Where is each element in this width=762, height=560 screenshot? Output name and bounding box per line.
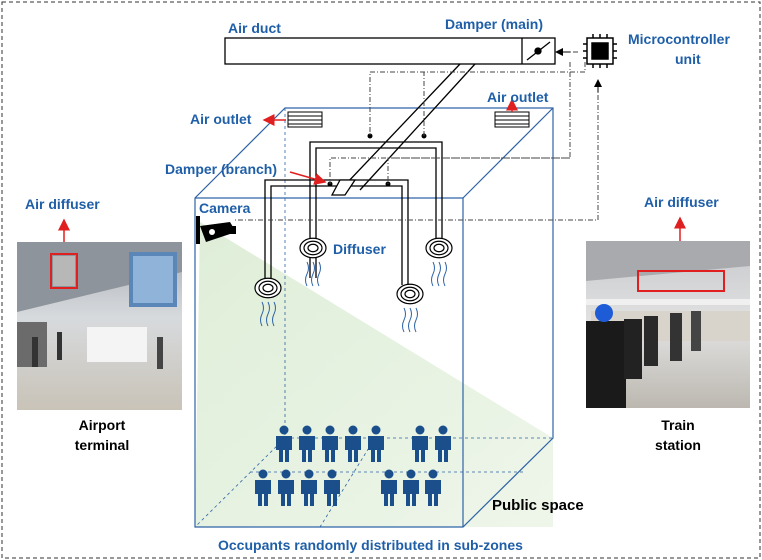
air-duct <box>224 37 556 65</box>
microcontroller-label-line2: unit <box>675 51 701 67</box>
air-duct-label: Air duct <box>228 20 281 36</box>
person-icon <box>301 469 317 506</box>
air-outlet-right-label: Air outlet <box>487 89 549 105</box>
person-icon <box>345 425 361 462</box>
control-lines <box>235 51 599 221</box>
air-outlet-left <box>287 111 323 128</box>
diffuser-3 <box>396 283 424 333</box>
diffuser-2 <box>299 237 327 287</box>
damper-branch-label: Damper (branch) <box>165 161 278 177</box>
person-icon <box>368 425 384 462</box>
camera-icon <box>196 216 236 244</box>
occupants <box>255 425 451 506</box>
airport-terminal-image <box>17 242 182 410</box>
air-diffuser-left-label: Air diffuser <box>25 196 100 212</box>
occupants-caption: Occupants randomly distributed in sub-zo… <box>218 537 523 553</box>
supply-duct <box>344 63 476 191</box>
train-label-line1: Train <box>661 417 695 433</box>
diffuser-1 <box>254 277 282 327</box>
airport-terminal-photo <box>17 242 182 410</box>
person-icon <box>276 425 292 462</box>
person-icon <box>324 469 340 506</box>
airport-label-line1: Airport <box>78 417 126 433</box>
air-outlet-left-label: Air outlet <box>190 111 252 127</box>
damper-main <box>526 41 551 61</box>
train-station-photo <box>586 241 750 408</box>
diffuser-label: Diffuser <box>333 241 386 257</box>
person-icon <box>425 469 441 506</box>
person-icon <box>403 469 419 506</box>
diffusers <box>254 237 453 333</box>
person-icon <box>412 425 428 462</box>
air-diffuser-right-label: Air diffuser <box>644 194 719 210</box>
public-space-label: Public space <box>492 497 584 514</box>
camera-view-area <box>195 222 553 527</box>
branch-ducts <box>264 141 443 285</box>
person-icon <box>322 425 338 462</box>
damper-main-label: Damper (main) <box>445 16 544 32</box>
person-icon <box>381 469 397 506</box>
diffuser-4 <box>425 237 453 287</box>
airport-label-line2: terminal <box>74 437 130 453</box>
train-label-line2: station <box>655 437 701 453</box>
air-outlet-right <box>494 111 530 128</box>
person-icon <box>278 469 294 506</box>
microcontroller-label-line1: Microcontroller <box>628 31 730 47</box>
person-icon <box>255 469 271 506</box>
train-station-image <box>586 241 750 408</box>
person-icon <box>435 425 451 462</box>
person-icon <box>299 425 315 462</box>
microcontroller-chip-icon <box>583 34 617 68</box>
camera-label: Camera <box>199 200 251 216</box>
